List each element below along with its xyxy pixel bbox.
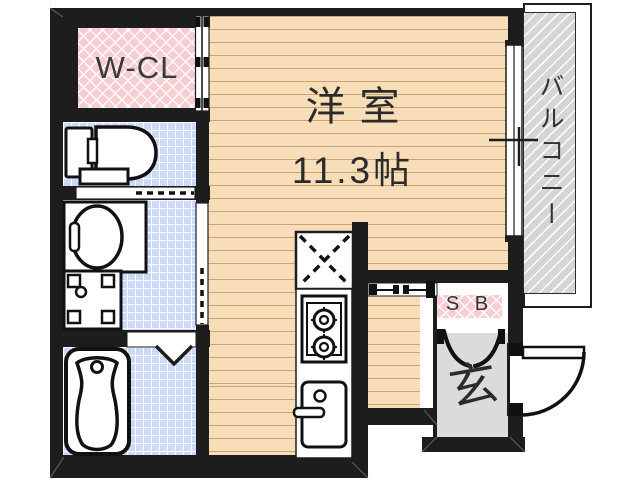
main-room-size: 11.3帖	[291, 150, 414, 191]
kitchen-stove	[300, 294, 348, 364]
bathtub	[64, 347, 131, 456]
hall-sliding-door	[367, 281, 438, 298]
toilet-sliding-door	[75, 186, 196, 200]
closet-door	[194, 15, 210, 112]
hall-floor	[368, 296, 420, 408]
entrance-step	[437, 318, 508, 333]
entry-door	[509, 343, 586, 417]
balcony	[523, 3, 592, 308]
refrigerator-space	[294, 230, 355, 291]
main-room-label: 洋室 11.3帖	[197, 74, 508, 194]
corner-seams	[49, 7, 526, 479]
toilet	[64, 125, 158, 186]
shoe-box-doors	[437, 329, 505, 368]
washbasin	[62, 200, 148, 274]
balcony-label: バルコニー	[536, 73, 564, 233]
balcony-deck	[523, 12, 576, 294]
bathroom-folding-door	[126, 331, 197, 366]
sliding-window	[489, 44, 538, 237]
hall-step-strip	[420, 295, 433, 408]
shoe-box-label: S B	[445, 293, 494, 315]
main-room-name: 洋室	[305, 85, 414, 129]
walk-in-closet-floor	[78, 28, 196, 108]
kitchen-sink	[292, 380, 348, 449]
entrance-label: 玄	[445, 356, 502, 417]
washroom-sliding-door	[195, 202, 209, 326]
walk-in-closet-label: W-CL	[95, 50, 179, 85]
washing-machine-pan	[62, 269, 123, 331]
shoe-box	[437, 295, 502, 318]
